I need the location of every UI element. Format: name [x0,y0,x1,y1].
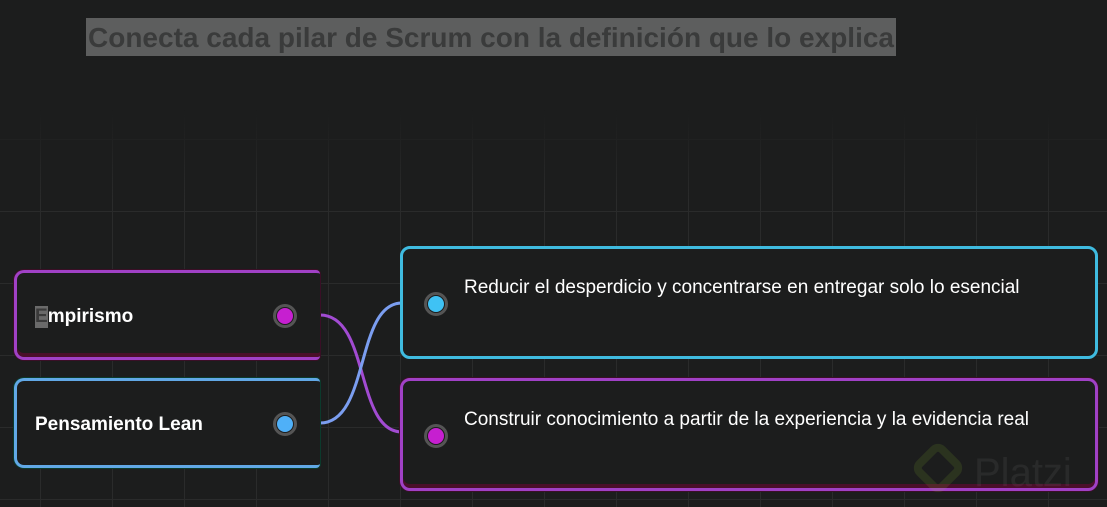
connection-lean [319,301,403,425]
pillar-label: Pensamiento Lean [35,414,203,435]
connector-dot[interactable] [424,292,448,316]
definition-text: Reducir el desperdicio y concentrarse en… [464,277,1020,298]
definition-card-2[interactable]: Construir conocimiento a partir de la ex… [400,378,1098,491]
svg-text:Platzi: Platzi [974,451,1072,495]
connector-dot[interactable] [273,304,297,328]
page-title: Conecta cada pilar de Scrum con la defin… [86,18,896,56]
connector-dot[interactable] [273,412,297,436]
connector-dot[interactable] [424,424,448,448]
pillar-card-pensamiento-lean[interactable]: Pensamiento Lean [14,378,320,468]
connection-empirismo [319,313,403,434]
platzi-watermark: Platzi [912,440,1092,505]
definition-text: Construir conocimiento a partir de la ex… [464,409,1030,430]
definition-card-1[interactable]: Reducir el desperdicio y concentrarse en… [400,246,1098,359]
pillar-card-empirismo[interactable]: Empirismo [14,270,320,360]
pillar-label: Empirismo [35,306,134,328]
